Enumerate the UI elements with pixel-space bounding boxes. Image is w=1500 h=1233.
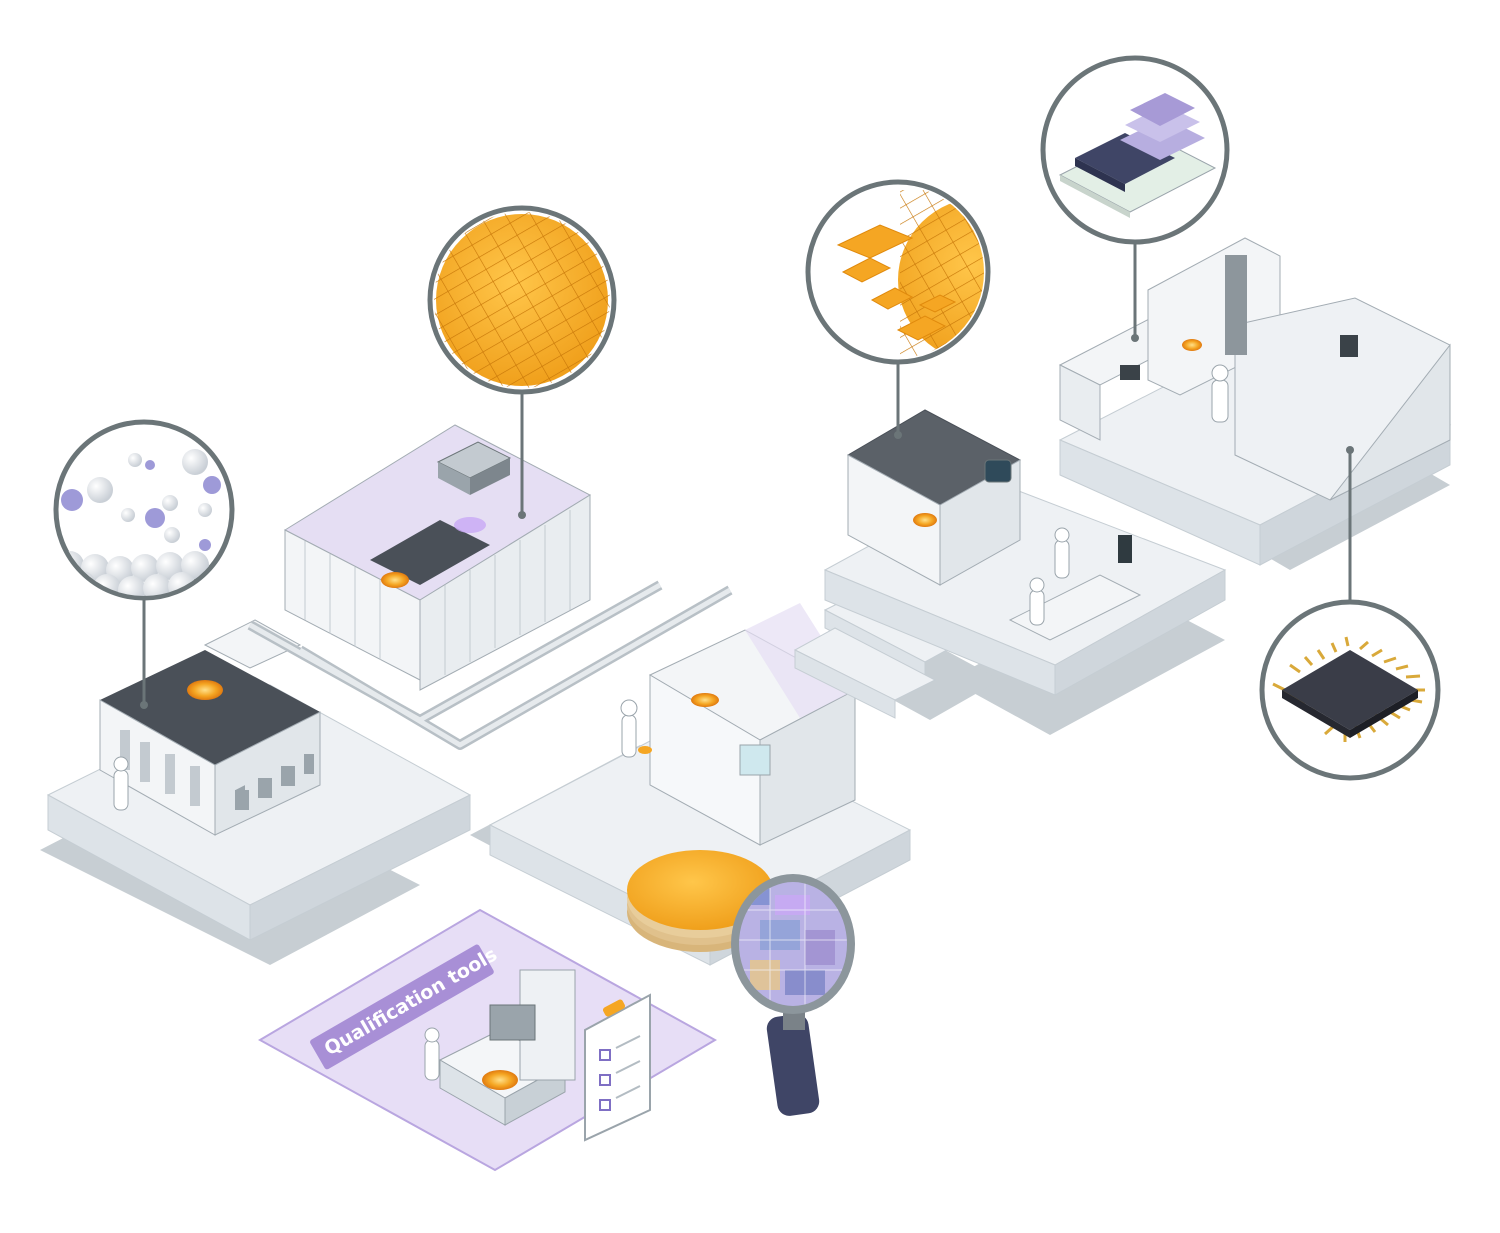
dicing-platform bbox=[823, 409, 1227, 696]
lithography-module bbox=[247, 424, 733, 750]
stacked-die-callout bbox=[1040, 55, 1230, 245]
checklist-clipboard-icon bbox=[584, 993, 651, 1142]
die-singulation-callout bbox=[805, 179, 991, 365]
qualification-zone: Qualification tools bbox=[257, 908, 718, 1172]
patterned-wafer-callout bbox=[427, 205, 617, 395]
magnifier-icon bbox=[731, 874, 855, 1116]
workbench bbox=[1008, 527, 1142, 641]
callout-connectors bbox=[142, 244, 1352, 705]
molecules-callout bbox=[53, 419, 235, 601]
technician bbox=[1211, 364, 1229, 423]
cassette-ports bbox=[235, 754, 314, 810]
technician bbox=[113, 756, 129, 811]
packaged-chip-callout bbox=[1259, 599, 1441, 781]
technician bbox=[620, 699, 652, 758]
packaging-platform bbox=[1058, 237, 1452, 566]
qualification-tool bbox=[424, 969, 576, 1126]
deposition-platform bbox=[46, 619, 472, 941]
